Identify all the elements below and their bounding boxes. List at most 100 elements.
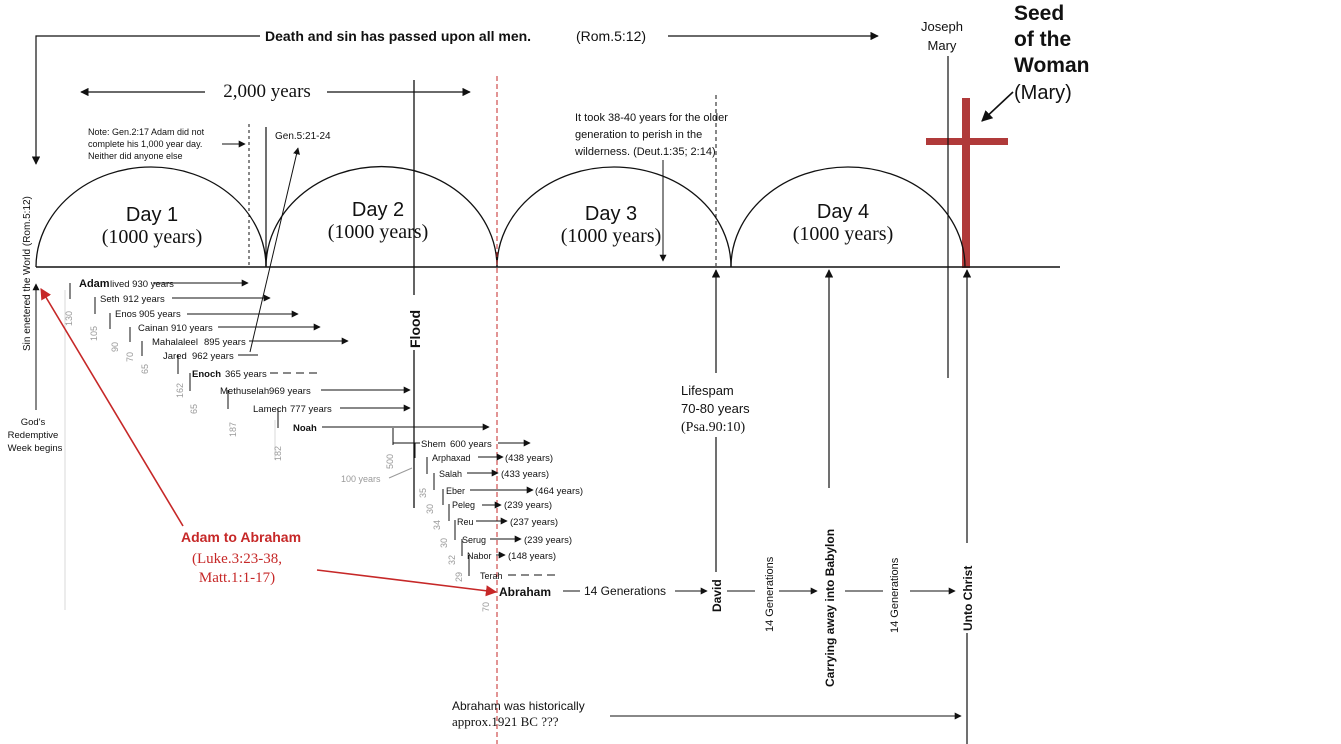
hundred-years-label: 100 years [341,474,381,484]
mahalaleel-name: Mahalaleel [152,337,198,348]
sin-entered-label: Sin enetered the World (Rom.5:12) [22,196,33,351]
age-90: 90 [110,342,120,352]
seed-line3: Woman [1014,54,1089,77]
nabor-name: Nabor [467,551,492,561]
day4-label: Day 4 [817,201,869,223]
peleg-lived: (239 years) [504,500,552,511]
age-65b: 65 [189,404,199,414]
methuselah-lived: 969 years [269,386,311,397]
pre-flood-lines [69,279,490,431]
wilderness-line3: wilderness. (Deut.1:35; 2:14) [574,146,716,158]
age-105: 105 [89,326,99,341]
salah-name: Salah [439,469,462,479]
title-bracket [31,31,879,165]
age-32: 32 [447,555,457,565]
seth-lived: 912 years [123,294,165,305]
arphaxad-lived: (438 years) [505,453,553,464]
day3-years: (1000 years) [561,225,662,247]
enoch-name: Enoch [192,369,221,380]
lifespan-line1: Lifespam [681,383,734,398]
day4-years: (1000 years) [793,223,894,245]
lifespan-line2: 70-80 years [681,401,750,416]
adam-to-abraham-line1: Adam to Abraham [181,529,301,545]
joseph-label: Joseph [921,19,963,34]
faint-guides [64,290,276,610]
span-label: 2,000 years [223,81,311,102]
post-flood-lines [392,428,557,576]
lamech-name: Lamech [253,404,287,415]
eber-name: Eber [446,486,465,496]
title-ref: (Rom.5:12) [576,28,646,44]
historical-line2: approx.1921 BC ??? [452,714,559,729]
day1-years: (1000 years) [102,226,203,248]
age-35: 35 [418,488,428,498]
eber-lived: (464 years) [535,486,583,497]
red-arrow-to-abraham [316,569,498,597]
cainan-name: Cainan [138,323,168,334]
reu-name: Reu [457,517,474,527]
age-29: 29 [454,572,464,582]
gen-ref-arrow [249,147,300,353]
age-70b: 70 [481,602,491,612]
lamech-lived: 777 years [290,404,332,415]
cainan-lived: 910 years [171,323,213,334]
day2-label: Day 2 [352,199,404,221]
lifespan-line3: (Psa.90:10) [681,420,746,435]
enos-name: Enos [115,309,137,320]
serug-lived: (239 years) [524,535,572,546]
nabor-lived: (148 years) [508,551,556,562]
flood-label: Flood [407,310,423,348]
adam-lived: lived 930 years [110,279,174,290]
title-text: Death and sin has passed upon all men. [265,28,531,44]
arphaxad-name: Arphaxad [432,453,471,463]
peleg-name: Peleg [452,500,475,510]
age-182: 182 [273,446,283,461]
david-label: David [710,579,724,612]
gen14-a-label: 14 Generations [584,584,666,598]
age-30b: 30 [439,538,449,548]
day3-label: Day 3 [585,203,637,225]
seed-arrow [981,91,1014,122]
age-187: 187 [228,422,238,437]
gen-ref: Gen.5:21-24 [275,131,331,142]
cross-icon [926,98,1008,268]
hundred-years-arrow [388,467,413,479]
abraham-label: Abraham [499,585,551,599]
seed-line2: of the [1014,28,1071,51]
jared-lived: 962 years [192,351,234,362]
enoch-lived: 365 years [225,369,267,380]
redemptive-line1: God's [21,417,46,428]
adam-to-abraham-line3: Matt.1:1-17) [199,570,275,586]
age-162: 162 [175,383,185,398]
redemptive-line3: Week begins [8,443,63,454]
methuselah-name: Methuselah [220,386,269,397]
age-500: 500 [385,454,395,469]
day1-arc [35,166,267,268]
mahalaleel-lived: 895 years [204,337,246,348]
age-70: 70 [125,352,135,362]
wilderness-line1: It took 38-40 years for the older [575,112,728,124]
adam-name: Adam [79,278,110,290]
gen14-b-label: 14 Generations [764,556,776,632]
day2-arc [265,165,498,268]
enos-lived: 905 years [139,309,181,320]
age-65: 65 [140,364,150,374]
note-line3: Neither did anyone else [88,151,183,161]
age-30: 30 [425,504,435,514]
seth-name: Seth [100,294,120,305]
seed-line1: Seed [1014,2,1064,25]
begat-ages: 130 105 90 70 65 162 65 187 182 500 35 3… [64,311,491,612]
mary-label: Mary [928,38,957,53]
day2-years: (1000 years) [328,221,429,243]
salah-lived: (433 years) [501,469,549,480]
shem-name: Shem [421,439,446,450]
reu-lived: (237 years) [510,517,558,528]
red-arrow-to-adam [40,288,184,527]
seed-line4: (Mary) [1014,82,1072,104]
day1-label: Day 1 [126,204,178,226]
day4-arc [730,166,966,268]
noah-name: Noah [293,423,317,434]
jared-name: Jared [163,351,187,362]
wilderness-line2: generation to perish in the [575,129,702,141]
